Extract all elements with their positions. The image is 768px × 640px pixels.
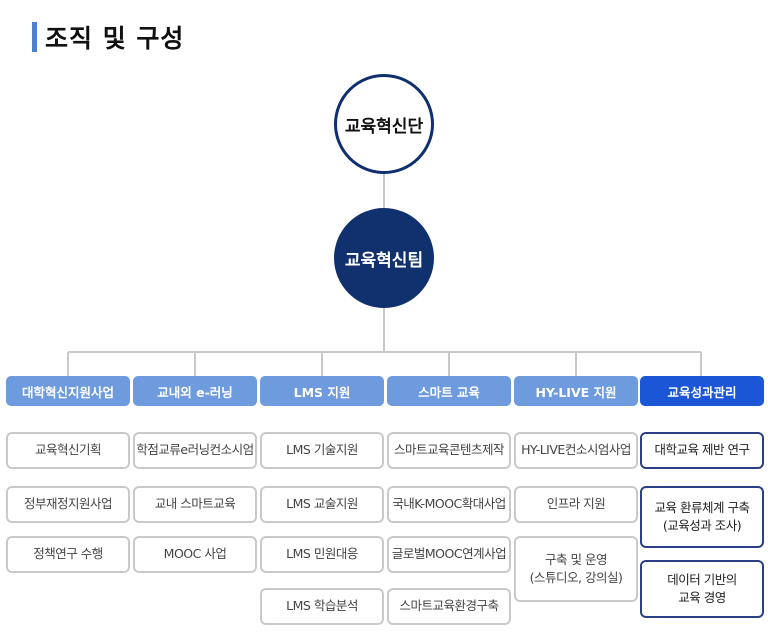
column-5-item: 구축 및 운영 (스튜디오, 강의실) [514,536,638,602]
team-node-circle: 교육혁신팀 [334,208,434,308]
column-1-item: 정책연구 수행 [6,536,130,573]
column-4-item: 스마트교육환경구축 [387,588,511,625]
title-accent-bar [32,22,37,52]
column-6-item: 교육 환류체계 구축 (교육성과 조사) [640,486,764,548]
team-node-label: 교육혁신팀 [344,250,424,271]
column-4-item: 글로벌MOOC연계사업 [387,536,511,573]
column-2-item: 교내 스마트교육 [133,486,257,523]
column-2-item: 학점교류e러닝컨소시엄 [133,432,257,469]
column-3-item: LMS 학습분석 [260,588,384,625]
column-1-item: 교육혁신기획 [6,432,130,469]
column-4-item: 스마트교육콘텐츠제작 [387,432,511,469]
column-1-item: 정부재정지원사업 [6,486,130,523]
column-6-item: 대학교육 제반 연구 [640,432,764,469]
column-header-6[interactable]: 교육성과관리 [640,376,764,406]
column-header-4[interactable]: 스마트 교육 [387,376,511,406]
column-2-item: MOOC 사업 [133,536,257,573]
column-3-item: LMS 교술지원 [260,486,384,523]
column-5-item: HY-LIVE컨소시엄사업 [514,432,638,469]
section-title: 조직 및 구성 [32,20,184,54]
column-6-item: 데이터 기반의 교육 경영 [640,560,764,618]
column-5-item: 인프라 지원 [514,486,638,523]
column-header-2[interactable]: 교내외 e-러닝 [133,376,257,406]
column-4-item: 국내K-MOOC확대사업 [387,486,511,523]
top-node-circle: 교육혁신단 [334,74,434,174]
column-header-3[interactable]: LMS 지원 [260,376,384,406]
column-3-item: LMS 민원대응 [260,536,384,573]
column-3-item: LMS 기술지원 [260,432,384,469]
column-header-5[interactable]: HY-LIVE 지원 [514,376,638,406]
page-title: 조직 및 구성 [45,24,185,53]
top-node-label: 교육혁신단 [344,116,424,137]
column-header-1[interactable]: 대학혁신지원사업 [6,376,130,406]
